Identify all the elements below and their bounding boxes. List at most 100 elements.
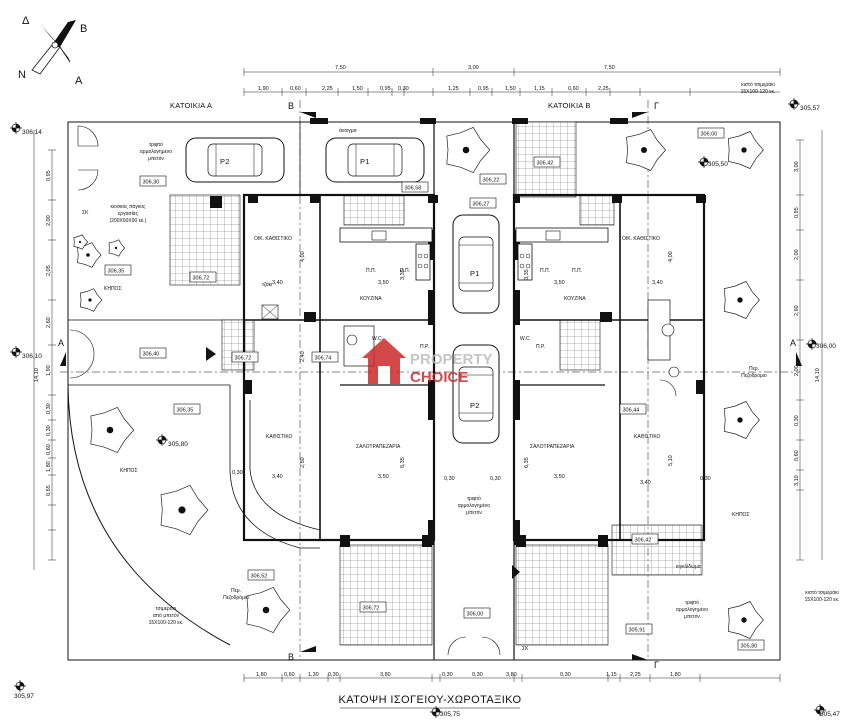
room-dim-240-a: 2,40 (300, 351, 306, 362)
elevation-box-12: 306,35 (173, 403, 201, 415)
compass-beta: Β (80, 23, 87, 35)
elevation-marker-4 (10, 346, 22, 358)
dim-bottom-3: 1,30 (308, 672, 319, 678)
elevation-box-value-5: 306,22 (483, 178, 500, 184)
compass-north: N (18, 69, 26, 81)
tsiketo-bl-1: τσιμεράκι (156, 605, 177, 612)
watermark: PROPERTY CHOICE (362, 338, 493, 386)
room-dim-350-b: 3,50 (554, 280, 565, 286)
elevation-box-17: 306,00 (463, 607, 491, 619)
dim-left-2: 2,00 (46, 215, 52, 226)
dim-bottom-4: 0,30 (328, 672, 339, 678)
dim-left-6: 0,30 (46, 403, 52, 414)
dim-left-8: 0,60 (46, 444, 52, 455)
label-per-left: Περ.Πεζοδρόμιο (223, 588, 249, 601)
dim-left-5: 1,90 (46, 365, 52, 376)
tsiketo-r-2: 15Χ100-120 εκ. (805, 597, 840, 603)
per-right-1: Περ. (749, 366, 759, 372)
elevation-box-2: 306,35 (104, 264, 132, 276)
dim-right-1: 3,00 (794, 161, 800, 172)
dim-bottom-11: 2,25 (630, 672, 641, 678)
elevation-box-14: 306,42 (631, 533, 659, 545)
elevation-box-value-6: 306,42 (537, 161, 554, 167)
label-oik-kathistiko-b: ΟΙΚ. ΚΑΘΙΣΤΙΚΟ (622, 236, 660, 242)
elevation-box-10: 306,72 (231, 351, 259, 363)
dim-left-7: 0,30 (46, 425, 52, 436)
tiled-entrance-b (579, 194, 615, 226)
car-label-p1-top: P1 (360, 157, 370, 166)
room-dim-400-a: 4,00 (300, 251, 306, 262)
tripto-tl-3: μπετόν (148, 155, 164, 162)
section-a-right: Α (790, 338, 796, 348)
label-wc-a: W.C. (372, 336, 383, 342)
tiled-steps-right (611, 524, 703, 576)
car-label-p2-top: P2 (220, 157, 230, 166)
elevation-marker-9 (698, 156, 710, 168)
dim-top-outer-3: 7,50 (604, 65, 615, 71)
elevation-box-value-17: 306,00 (467, 612, 484, 618)
room-dim-350-a-low: 3,50 (378, 474, 389, 480)
section-b-top: Β (288, 101, 294, 111)
tripto-tl-2: αρμολογημένο (140, 148, 172, 155)
tripto-tl-1: τριφτό (149, 141, 163, 148)
section-b-bottom: Β (288, 652, 294, 662)
dim-top-inner-8: 0,95 (478, 86, 489, 92)
cars: P2 P1 P1 P2 (185, 137, 500, 444)
per-left-2: Πεζοδρόμιο (223, 594, 249, 601)
elevation-box-6: 306,42 (533, 156, 561, 168)
tiled-terrace-b (515, 544, 609, 646)
elevation-boxes: 306,30306,35306,72306,58306,22306,42306,… (104, 127, 765, 651)
dim-right-5: 2,00 (794, 365, 800, 376)
dim-top-outer-1: 7,50 (335, 65, 346, 71)
dim-left-4: 2,60 (46, 317, 52, 328)
label-kigklidoma: κιγκλίδωμα (676, 564, 701, 570)
elevation-box-value-11: 306,74 (315, 356, 332, 362)
room-dim-635-a: 6,35 (400, 457, 406, 468)
elevation-box-value-14: 306,42 (635, 538, 652, 544)
dim-right-2: 0,95 (794, 207, 800, 218)
room-dim-340-b: 3,40 (652, 280, 663, 286)
dim-top-inner-2: 0,60 (290, 86, 301, 92)
label-pr-b: Π.Ρ. (536, 344, 545, 350)
elevation-box-7: 306,00 (697, 127, 725, 139)
tree-6 (723, 281, 760, 319)
tiled-stair-b (559, 319, 601, 371)
label-pp-a2: Π.Π. (400, 268, 410, 274)
room-dim-030-b: 0,30 (444, 476, 455, 482)
kioskos-1: κιοσκός πάγκος (111, 203, 146, 210)
dim-bottom-6: 0,30 (442, 672, 453, 678)
car-label-p2-center: P2 (470, 401, 480, 410)
elev-right: 306,00 (816, 343, 836, 350)
tree-4 (626, 129, 667, 171)
elevation-box-value-7: 306,00 (701, 132, 718, 138)
room-dim-350-b-low: 3,50 (554, 474, 565, 480)
tree-1 (77, 242, 102, 268)
tiled-patio-left (169, 194, 241, 286)
elevation-box-18: 305,91 (625, 623, 653, 635)
elevation-box-value-1: 306,30 (143, 180, 160, 186)
tiled-entrance-a (343, 194, 405, 226)
room-dim-510-b: 5,10 (668, 455, 674, 466)
elevation-markers: 306,14 305,57 306,00 306,10 305,97 305,7… (10, 98, 840, 718)
room-dim-335-a: 3,35 (400, 269, 406, 280)
tripto-c-3: μπετόν (466, 509, 482, 516)
room-dim-340-b-low: 3,40 (640, 480, 651, 486)
tree-10 (246, 586, 291, 634)
elevation-marker-3 (806, 338, 818, 350)
elevation-marker-1 (10, 122, 22, 134)
kitchen-counters (210, 196, 680, 378)
dim-top-inner-5: 0,95 (380, 86, 391, 92)
elevation-box-19: 305,80 (737, 639, 765, 651)
label-katoikia-a: ΚΑΤΟΙΚΙΑ Α (170, 101, 212, 110)
tree-9 (160, 484, 209, 536)
room-dim-340-a-low: 3,40 (272, 474, 283, 480)
dim-bottom-9: 0,30 (560, 672, 571, 678)
tsiketo-bl-2: από μπετόν (153, 612, 180, 619)
label-pp-a1: Π.Π. (366, 268, 376, 274)
elev-bottom-left: 305,97 (14, 693, 34, 700)
